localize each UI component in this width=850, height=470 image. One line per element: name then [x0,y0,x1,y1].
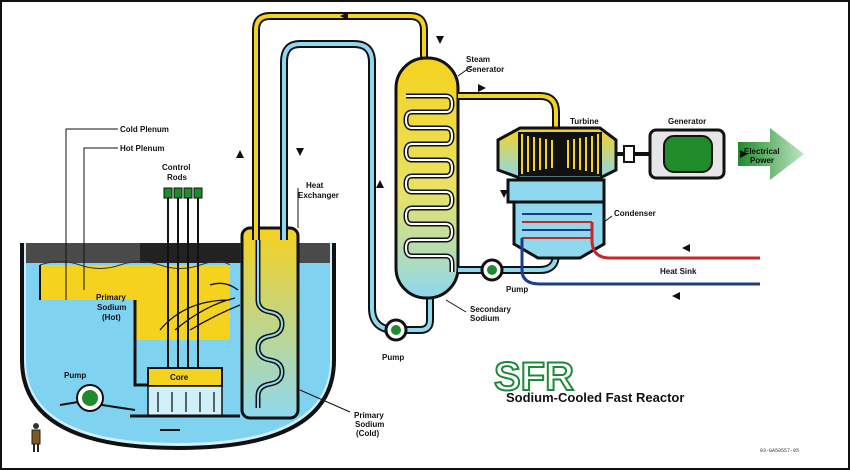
label-pump-secondary: Pump [382,353,404,362]
intermediate-heat-exchanger [240,226,300,420]
label-secondary-sodium-2: Sodium [470,314,499,323]
cooling-water-lines [520,222,760,286]
label-pump-primary: Pump [64,371,86,380]
label-primary-hot-3: (Hot) [102,313,121,322]
label-primary-cold-2: Sodium [355,420,384,429]
flow-arrows [236,12,748,300]
condenser [512,200,606,260]
label-hot-plenum: Hot Plenum [120,144,164,153]
steam-generator [394,56,460,300]
primary-pump [59,384,136,412]
electrical-power-arrow [738,128,804,180]
secondary-pump [384,318,408,342]
steam-line [458,92,560,128]
sfr-subtitle: Sodium-Cooled Fast Reactor [506,390,684,405]
person-figure [31,423,41,452]
reactor-core [130,367,240,431]
label-generator: Generator [668,117,706,126]
sfr-logo-text: SFR [494,355,574,399]
label-primary-hot-2: Sodium [97,303,126,312]
label-pump-feedwater: Pump [506,285,528,294]
label-heat-exchanger-2: Exchanger [298,191,339,200]
secondary-cold-leg [280,40,434,334]
control-rods [163,187,203,370]
label-control-rods-1: Control [162,163,190,172]
label-secondary-sodium-1: Secondary [470,305,511,314]
label-core: Core [170,373,189,382]
figure-code: 03-GA50557-05 [760,448,799,454]
label-heat-sink: Heat Sink [660,267,697,276]
label-primary-cold-3: (Cold) [356,429,379,438]
label-steam-generator-1: Steam [466,55,490,64]
label-primary-cold-1: Primary [354,411,384,420]
hot-pool-flow-arrows [159,282,241,331]
label-condenser: Condenser [614,209,656,218]
label-heat-exchanger-1: Heat [306,181,324,190]
turbine [496,126,650,204]
label-electrical-power-2: Power [750,156,774,165]
leader-lines [65,65,613,413]
generator [648,128,726,180]
label-control-rods-2: Rods [167,173,188,182]
label-primary-hot-1: Primary [96,293,126,302]
label-cold-plenum: Cold Plenum [120,125,169,134]
label-steam-generator-2: Generator [466,65,504,74]
label-turbine: Turbine [570,117,599,126]
label-electrical-power-1: Electrical [744,147,780,156]
